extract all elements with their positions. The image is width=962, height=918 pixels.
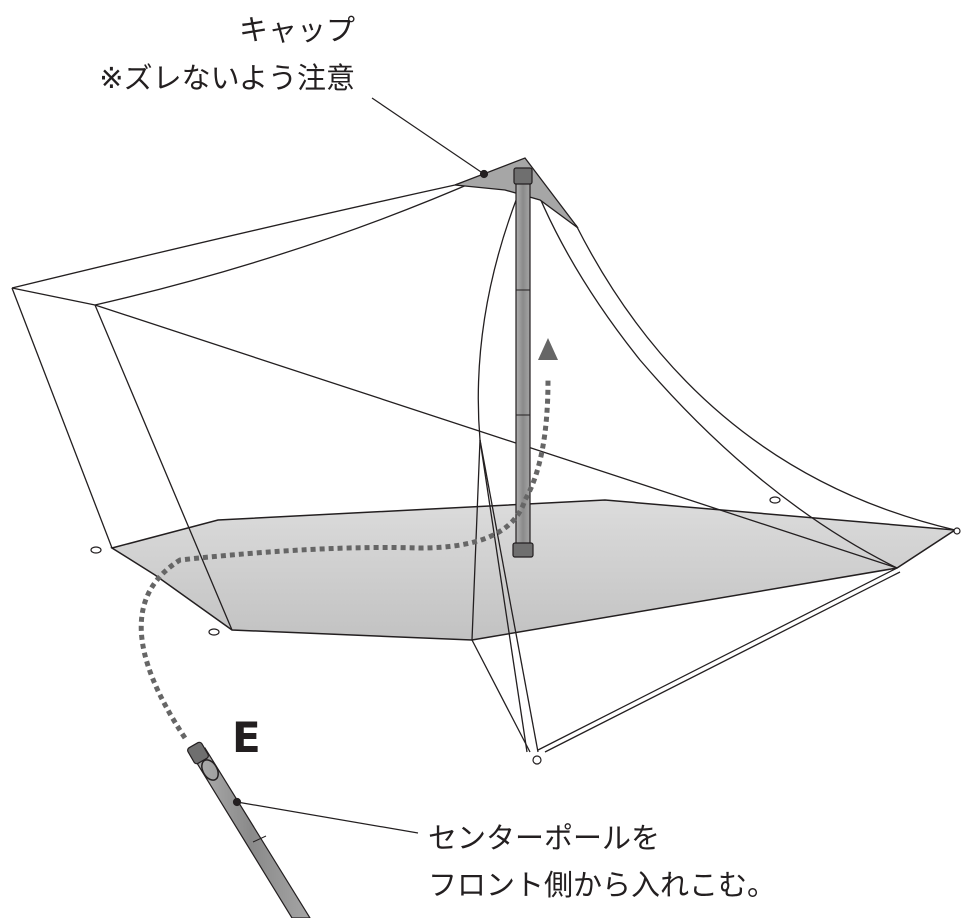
pole-segment	[187, 741, 311, 918]
cap-callout-note: ※ズレないよう注意	[99, 61, 355, 95]
stake-loops	[90, 496, 961, 765]
leader-lines	[232, 97, 489, 834]
center-pole	[512, 167, 534, 558]
cap-callout-title: キャップ	[239, 13, 355, 47]
arrow-up-dotted-icon	[138, 338, 558, 740]
stake-loop-right	[953, 527, 961, 535]
pole-callout-line1: センターポールを	[428, 821, 660, 855]
stake-loop-back	[769, 496, 781, 504]
step-letter: E	[232, 713, 261, 762]
stake-loop-front-left	[208, 628, 220, 636]
stake-loop-left	[90, 546, 102, 554]
pole-callout-line2: フロント側から入れこむ。	[428, 868, 776, 902]
pole-leader-line	[236, 801, 419, 834]
tent-floor	[110, 499, 958, 641]
cap-leader-line	[371, 97, 485, 175]
tent-frame-lines	[11, 159, 956, 753]
stake-loop-front	[532, 755, 542, 765]
